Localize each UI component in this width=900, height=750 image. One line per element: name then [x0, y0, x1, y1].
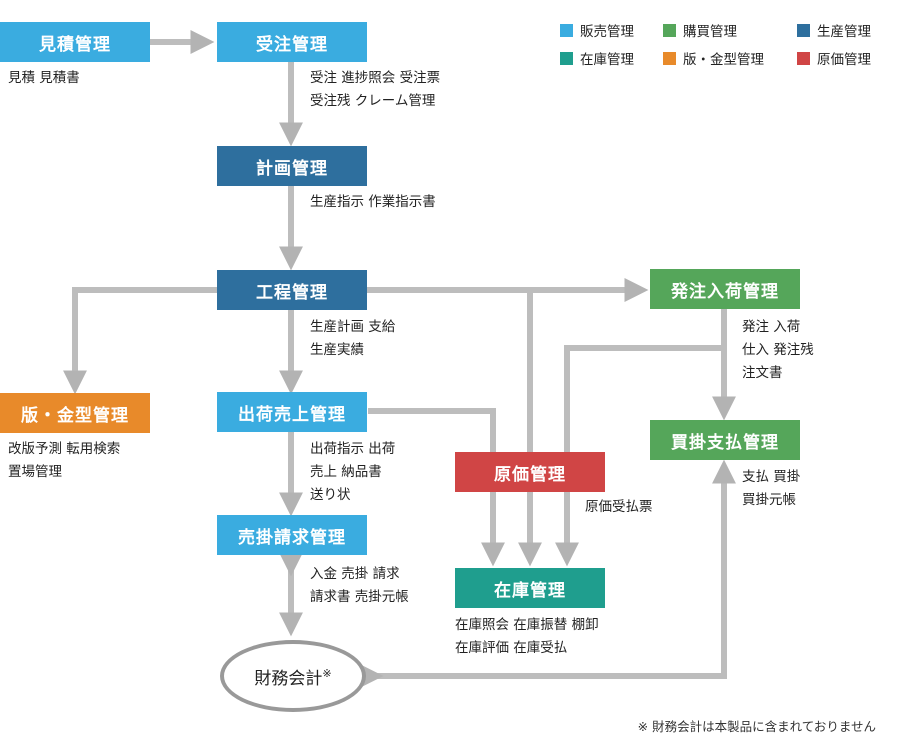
node-keikaku: 計画管理: [217, 146, 367, 186]
legend-item-cost: 原価管理: [797, 48, 871, 68]
legend-swatch: [797, 51, 810, 65]
legend-swatch: [560, 23, 573, 37]
legend-label: 原価管理: [817, 52, 871, 68]
note-line: 原価受払票: [585, 499, 653, 515]
note-line: 請求書 売掛元帳: [310, 589, 409, 605]
note-urikake: 入金 売掛 請求 請求書 売掛元帳: [310, 563, 409, 609]
note-genka: 原価受払票: [585, 496, 653, 519]
note-line: 出荷指示 出荷: [310, 441, 396, 457]
note-line: 仕入 発注残: [742, 342, 814, 358]
legend-item-purchase: 購買管理: [663, 20, 737, 40]
node-zaimu-mark: ※: [322, 666, 332, 680]
node-juchu: 受注管理: [217, 22, 367, 62]
arrow-koutei-hankata: [63, 287, 218, 395]
note-line: 生産実績: [310, 342, 364, 358]
note-line: 改版予測 転用検索: [8, 441, 121, 457]
note-line: 生産指示 作業指示書: [310, 194, 436, 210]
note-line: 注文書: [742, 365, 783, 381]
note-line: 見積 見積書: [8, 70, 80, 86]
note-juchu: 受注 進捗照会 受注票 受注残 クレーム管理: [310, 67, 440, 113]
node-zaimu-label: 財務会計: [254, 668, 323, 689]
legend-item-stock: 在庫管理: [560, 48, 634, 68]
footnote: ※ 財務会計は本製品に含まれておりません: [637, 719, 876, 734]
note-line: 置場管理: [8, 464, 62, 480]
legend-label: 購買管理: [683, 24, 737, 40]
arrow-zaimu-kaikake: [359, 459, 736, 688]
note-line: 在庫評価 在庫受払: [455, 640, 568, 656]
note-line: 支払 買掛: [742, 469, 801, 485]
legend-swatch: [560, 51, 573, 65]
note-line: 受注 進捗照会 受注票: [310, 70, 441, 86]
note-hankata: 改版予測 転用検索 置場管理: [8, 438, 120, 484]
legend-swatch: [663, 51, 676, 65]
legend-swatch: [663, 23, 676, 37]
node-urikake: 売掛請求管理: [217, 515, 367, 555]
note-mitsumori: 見積 見積書: [8, 67, 80, 90]
note-line: 受注残 クレーム管理: [310, 93, 436, 109]
node-koutei: 工程管理: [217, 270, 367, 310]
node-shukka: 出荷売上管理: [217, 392, 367, 432]
note-keikaku: 生産指示 作業指示書: [310, 191, 436, 214]
note-shukka: 出荷指示 出荷 売上 納品書 送り状: [310, 438, 395, 507]
node-hankata: 版・金型管理: [0, 393, 150, 433]
node-genka: 原価管理: [455, 452, 605, 492]
note-line: 買掛元帳: [742, 492, 796, 508]
note-line: 在庫照会 在庫振替 棚卸: [455, 617, 599, 633]
node-kaikake: 買掛支払管理: [650, 420, 800, 460]
legend-item-production: 生産管理: [797, 20, 871, 40]
node-hatchu: 発注入荷管理: [650, 269, 800, 309]
note-line: 入金 売掛 請求: [310, 566, 400, 582]
note-line: 発注 入荷: [742, 319, 801, 335]
note-kaikake: 支払 買掛 買掛元帳: [742, 466, 800, 512]
legend-label: 生産管理: [817, 24, 871, 40]
note-line: 送り状: [310, 487, 351, 503]
node-zaiko: 在庫管理: [455, 568, 605, 608]
legend-item-sales: 販売管理: [560, 20, 634, 40]
note-line: 生産計画 支給: [310, 319, 396, 335]
note-zaiko: 在庫照会 在庫振替 棚卸 在庫評価 在庫受払: [455, 614, 599, 660]
note-koutei: 生産計画 支給 生産実績: [310, 316, 395, 362]
legend-item-mold: 版・金型管理: [663, 48, 764, 68]
legend-label: 在庫管理: [580, 52, 634, 68]
legend-label: 版・金型管理: [683, 52, 764, 68]
note-hatchu: 発注 入荷 仕入 発注残 注文書: [742, 316, 814, 385]
node-mitsumori: 見積管理: [0, 22, 150, 62]
note-line: 売上 納品書: [310, 464, 382, 480]
legend-label: 販売管理: [580, 24, 634, 40]
legend-swatch: [797, 23, 810, 37]
node-zaimu: 財務会計※: [220, 640, 366, 712]
